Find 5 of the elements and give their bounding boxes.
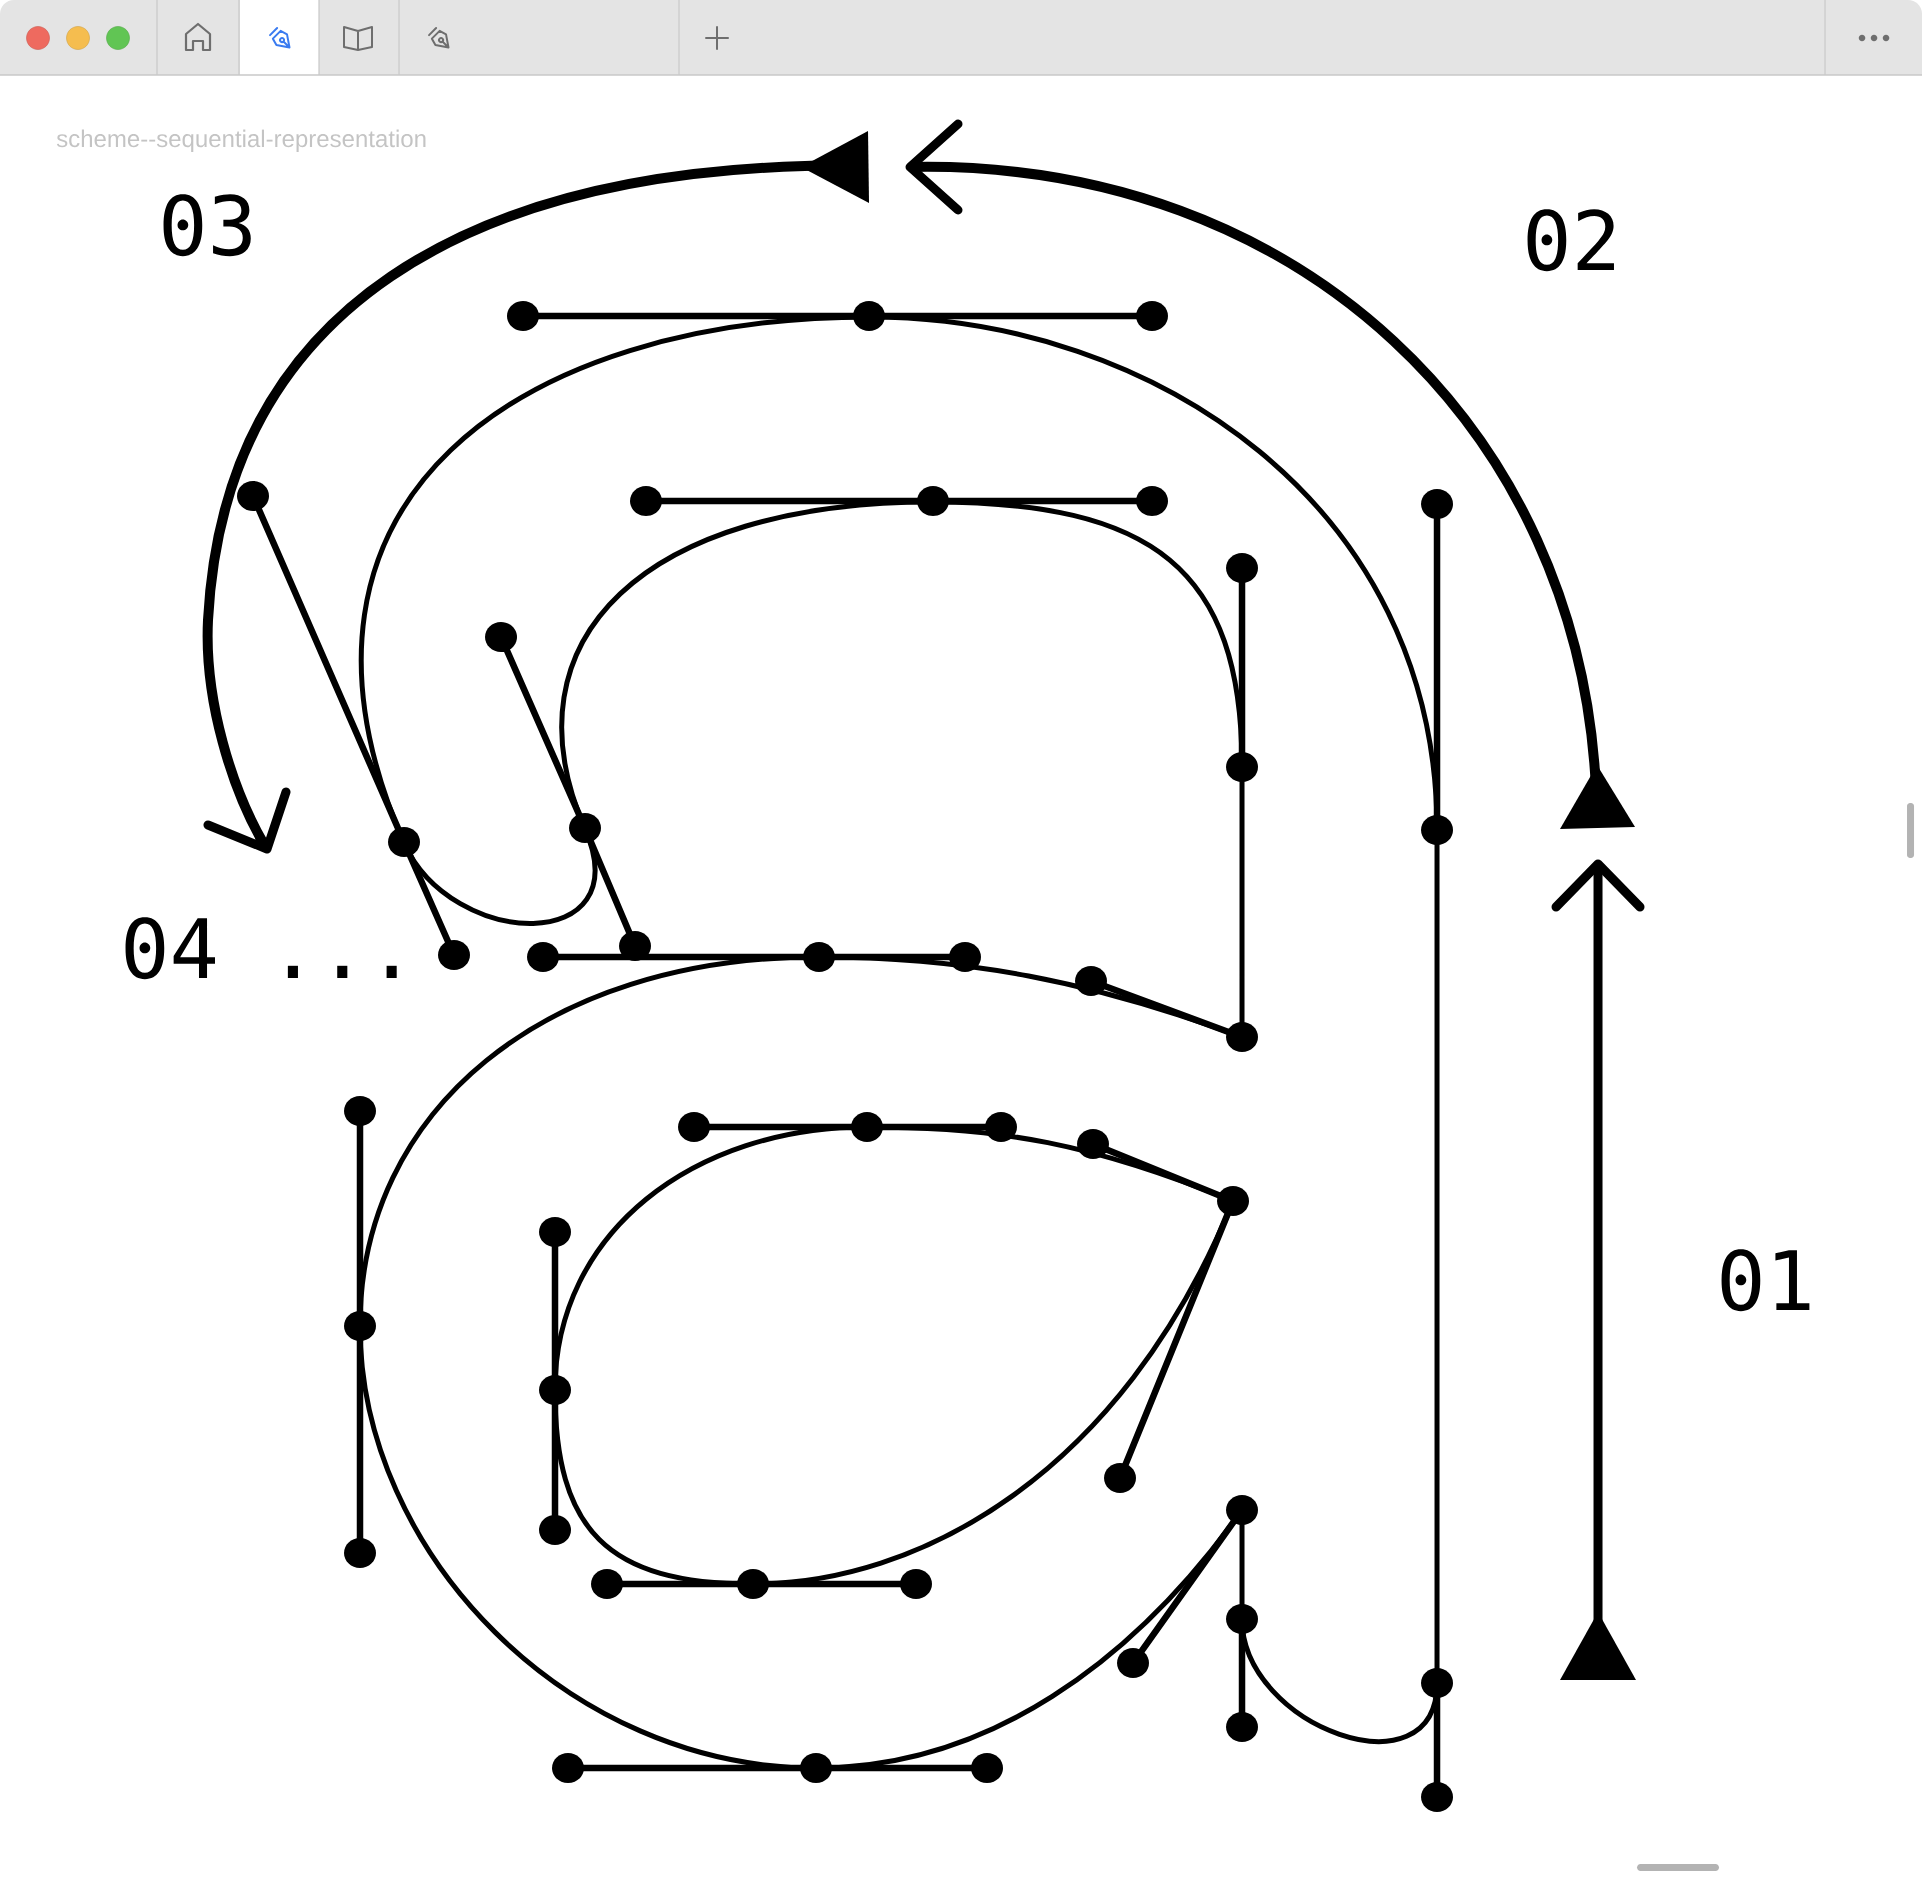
title: scheme--sequential-representation (56, 129, 426, 152)
step-number: 02 (1527, 209, 1614, 272)
step-number: 04 ... (125, 917, 397, 980)
step-number: 01 (1721, 1249, 1810, 1312)
step-number: 03 (163, 194, 251, 257)
